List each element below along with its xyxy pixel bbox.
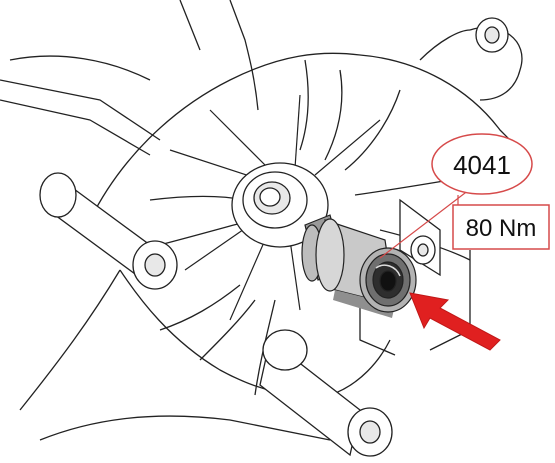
right-mount-boss: [399, 198, 441, 277]
housing-outline: [0, 0, 523, 441]
bottom-shaft: [259, 329, 393, 457]
torque-box: [452, 204, 550, 250]
part-number-bubble: [431, 133, 533, 195]
part-number-label: 4041: [453, 150, 511, 180]
part-number-callout: 4041: [431, 133, 533, 195]
bolt-assembly: [301, 214, 417, 318]
center-hub: [231, 162, 329, 248]
red-arrow-icon: [409, 292, 501, 351]
torque-callout: 80 Nm: [452, 204, 550, 250]
left-shaft: [39, 172, 178, 290]
top-right-lug: [475, 17, 509, 53]
torque-label: 80 Nm: [466, 215, 537, 242]
